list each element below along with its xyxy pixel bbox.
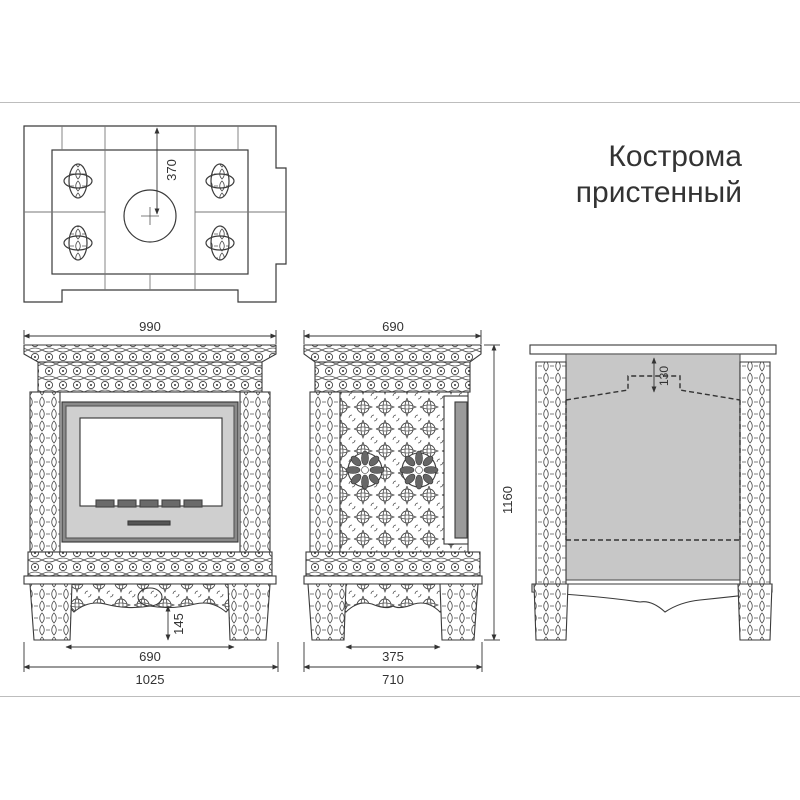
front-dimensions [23, 330, 279, 672]
front-leg-left [29, 583, 73, 641]
dim-label-1160: 1160 [500, 486, 515, 514]
side-door-hinge [454, 401, 468, 539]
side-cornice [303, 344, 482, 363]
dim-label-710: 710 [382, 672, 404, 687]
front-view [23, 344, 277, 641]
firebox-grate [95, 499, 203, 508]
dim-label-1025: 1025 [136, 672, 165, 687]
firebox-handle [127, 520, 171, 526]
dim-label-130: 130 [657, 366, 671, 386]
side-dimensions [303, 330, 500, 672]
side-frieze [314, 361, 471, 393]
section-view [529, 344, 777, 641]
title-line-1: Кострома [608, 140, 742, 173]
flue-center-mark [141, 207, 159, 225]
front-plinth [23, 575, 277, 585]
top-ornament-ne [205, 163, 235, 199]
section-flue-channel [565, 375, 741, 401]
side-rosettes [345, 450, 439, 490]
front-base-band [27, 551, 273, 577]
section-leg-right [737, 583, 773, 641]
top-border-line [0, 102, 800, 103]
top-view [23, 125, 287, 303]
section-pillar-left [535, 361, 567, 585]
dim-label-side-690: 690 [382, 319, 404, 334]
front-leg-right [227, 583, 271, 641]
dim-label-690: 690 [139, 649, 161, 664]
dim-label-370: 370 [164, 159, 179, 181]
side-base-band [305, 551, 481, 577]
front-cornice [23, 344, 277, 363]
top-ornament-nw [63, 163, 93, 199]
front-apron-medallion [137, 587, 163, 607]
top-tile-grid [24, 126, 286, 290]
front-pillar-left [29, 391, 61, 553]
top-ornament-sw [63, 225, 93, 261]
side-leg-left [307, 583, 347, 641]
side-plinth [303, 575, 483, 585]
section-pillar-right [739, 361, 771, 585]
dim-label-145: 145 [171, 613, 186, 635]
side-pillar-left [309, 391, 341, 553]
dim-label-375: 375 [382, 649, 404, 664]
firebox-glass [79, 417, 223, 507]
dim-label-990: 990 [139, 319, 161, 334]
side-view [303, 344, 483, 641]
section-fill [565, 353, 741, 581]
title-line-2: пристенный [575, 176, 742, 209]
section-leg-left [533, 583, 569, 641]
bottom-border-line [0, 696, 800, 697]
front-frieze [37, 361, 263, 393]
front-pillar-right [239, 391, 271, 553]
side-leg-right [439, 583, 479, 641]
section-apron [531, 583, 773, 613]
section-top-slab [529, 344, 777, 355]
top-ornament-se [205, 225, 235, 261]
